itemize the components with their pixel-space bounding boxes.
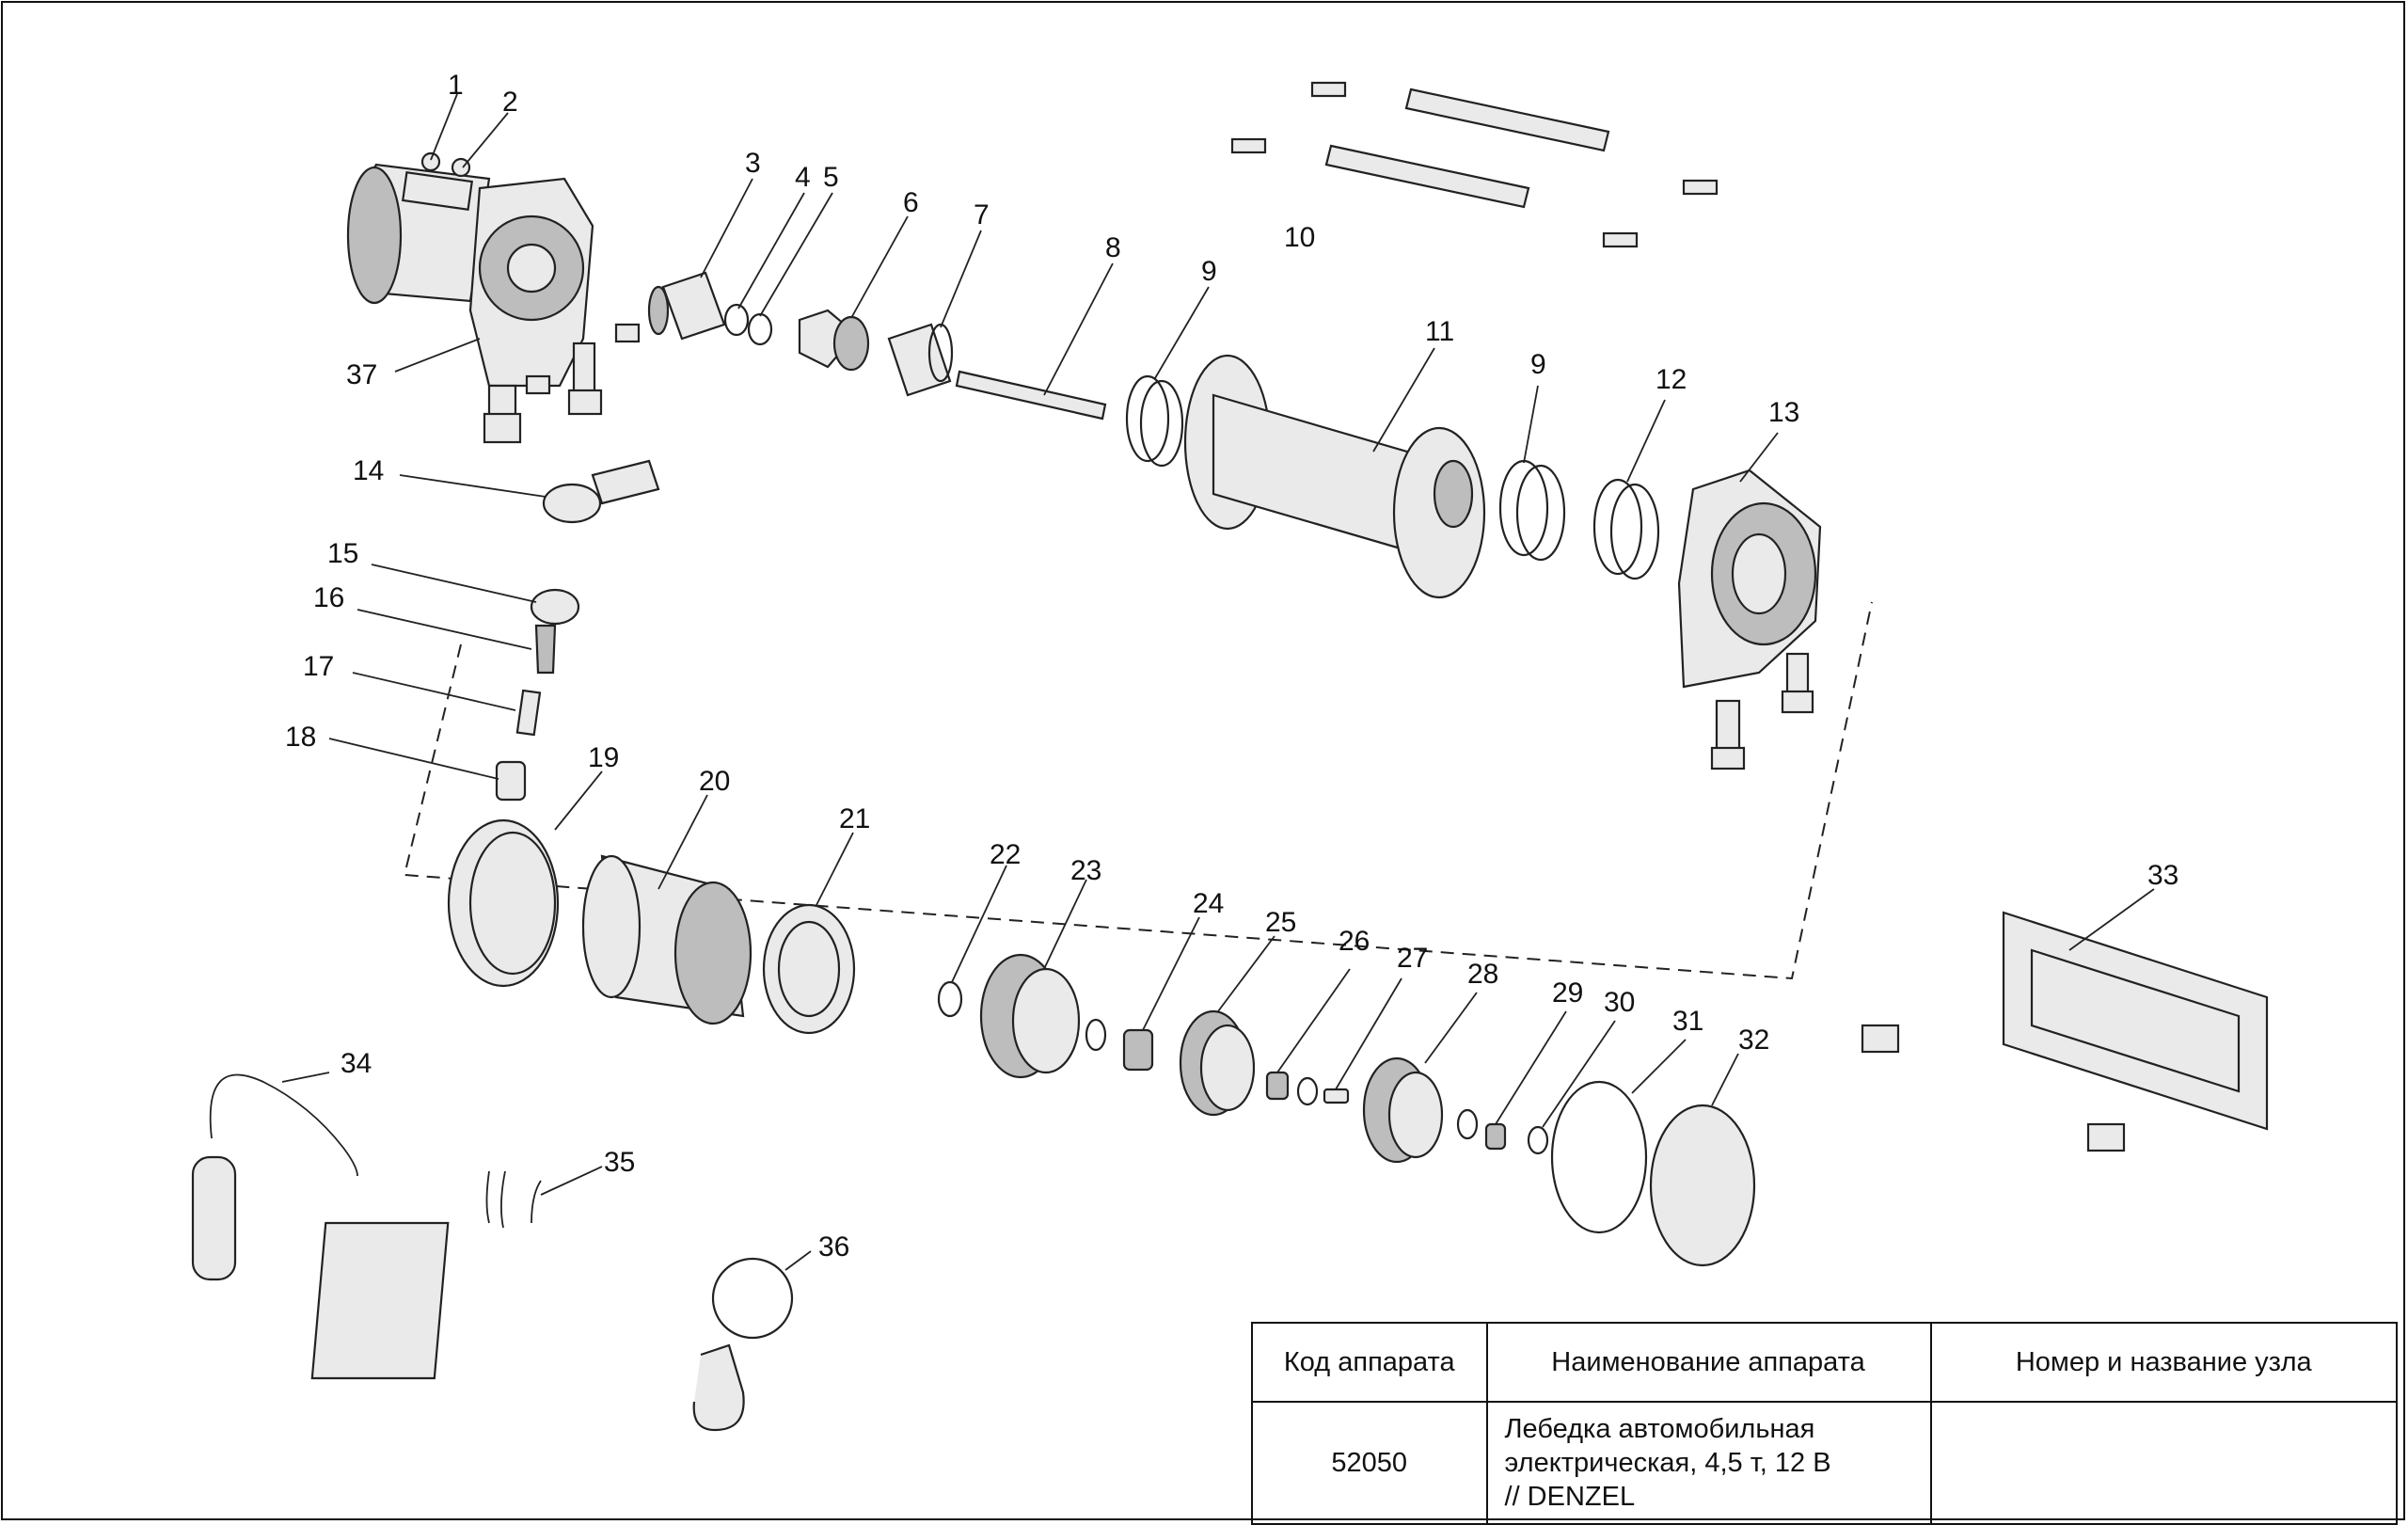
callout-33: 33 [2147, 860, 2178, 891]
callout-36: 36 [818, 1231, 849, 1263]
callout-20: 20 [699, 766, 730, 797]
callout-13: 13 [1768, 397, 1799, 428]
callout-27: 27 [1397, 943, 1428, 974]
tie-bars [1230, 81, 1719, 248]
callout-4: 4 [795, 162, 811, 193]
callout-17: 17 [303, 651, 334, 682]
callout-15: 15 [327, 538, 358, 569]
node-header: Номер и название узла [1929, 1322, 2399, 1403]
callout-9a: 9 [1201, 256, 1217, 287]
name-header: Наименование аппарата [1485, 1322, 1932, 1403]
callout-3: 3 [745, 148, 761, 179]
callout-5: 5 [823, 162, 839, 193]
callout-2: 2 [502, 87, 518, 118]
callout-23: 23 [1070, 855, 1101, 886]
accessories [191, 1073, 794, 1432]
code-header: Код аппарата [1251, 1322, 1488, 1403]
device-code: 52050 [1251, 1401, 1488, 1525]
device-name: Лебедка автомобильная электрическая, 4,5… [1485, 1401, 1932, 1525]
node-name [1929, 1401, 2399, 1525]
motor-assembly [346, 151, 641, 444]
callout-35: 35 [604, 1147, 635, 1178]
clutch-parts [495, 459, 660, 802]
callout-7: 7 [974, 199, 990, 230]
callout-29: 29 [1552, 977, 1583, 1009]
assembly-outline [403, 601, 1873, 980]
callout-numbers: 1 2 3 4 5 6 7 8 9 10 11 9 12 13 14 15 16… [285, 70, 2178, 1263]
title-block-header: Код аппарата Наименование аппарата Номер… [1251, 1322, 2399, 1403]
callout-26: 26 [1339, 926, 1370, 957]
callout-18: 18 [285, 722, 316, 753]
callout-34: 34 [341, 1048, 372, 1079]
coupling-parts [647, 271, 1107, 421]
callout-14: 14 [353, 455, 384, 486]
callout-21: 21 [839, 803, 870, 834]
callout-11: 11 [1425, 316, 1454, 347]
callout-19: 19 [588, 742, 619, 773]
callout-22: 22 [990, 839, 1021, 870]
callout-24: 24 [1193, 888, 1224, 919]
roller-fairlead [1861, 911, 2269, 1152]
callout-30: 30 [1604, 987, 1635, 1018]
callout-1: 1 [448, 70, 464, 101]
end-bracket [1677, 469, 1822, 770]
device-name-line-3: // DENZEL [1504, 1482, 1636, 1512]
callout-37: 37 [346, 359, 377, 390]
callout-28: 28 [1467, 959, 1498, 990]
callout-16: 16 [313, 582, 344, 613]
callout-9b: 9 [1530, 349, 1546, 380]
device-name-line-1: Лебедка автомобильная [1504, 1414, 1815, 1444]
callout-12: 12 [1656, 364, 1687, 395]
callout-32: 32 [1738, 1025, 1769, 1056]
callout-10: 10 [1284, 222, 1315, 253]
ring-gear-assembly [447, 818, 856, 1035]
planetary-gear-set [937, 953, 1756, 1267]
callout-8: 8 [1105, 232, 1121, 263]
callout-25: 25 [1265, 907, 1296, 938]
device-name-line-2: электрическая, 4,5 т, 12 В [1504, 1448, 1831, 1478]
title-block: Код аппарата Наименование аппарата Номер… [1251, 1322, 2399, 1525]
leader-lines [281, 93, 2155, 1271]
title-block-row: 52050 Лебедка автомобильная электрическа… [1251, 1401, 2399, 1525]
callout-6: 6 [903, 187, 919, 218]
drum-assembly [1125, 354, 1660, 599]
callout-31: 31 [1672, 1006, 1703, 1037]
